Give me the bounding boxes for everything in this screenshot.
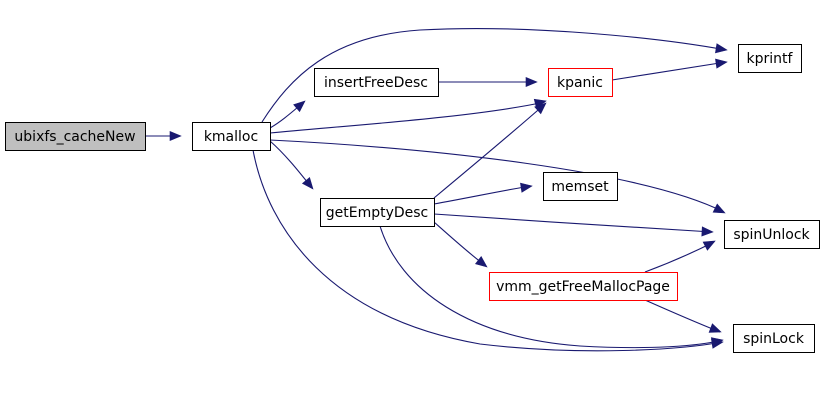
edge-getEmptyDesc-to-memset — [433, 182, 533, 205]
edge-line — [644, 241, 715, 273]
node-label: kmalloc — [204, 129, 258, 145]
edge-vmm_getFreeMallocPage-to-spinUnlock — [644, 240, 716, 273]
node-label: spinLock — [743, 331, 805, 347]
node-label: kpanic — [557, 75, 603, 91]
edge-line — [433, 221, 487, 267]
node-label: kprintf — [747, 51, 794, 67]
arrowhead-icon — [525, 76, 538, 88]
edge-line — [433, 103, 546, 199]
edge-line — [269, 139, 725, 213]
arrowhead-icon — [712, 203, 726, 214]
arrowhead-icon — [701, 226, 714, 237]
edge-line — [252, 149, 723, 352]
arrowhead-icon — [715, 58, 728, 69]
edge-getEmptyDesc-to-spinLock — [379, 225, 724, 349]
node-label: vmm_getFreeMallocPage — [496, 279, 670, 295]
node-box[interactable] — [543, 172, 618, 201]
arrowhead-icon — [520, 182, 533, 193]
node-label: ubixfs_cacheNew — [14, 129, 135, 145]
node-box[interactable] — [489, 272, 678, 301]
edge-line — [269, 101, 546, 134]
node-vmm_getFreeMallocPage[interactable]: vmm_getFreeMallocPage — [489, 272, 678, 301]
edge-kmalloc-to-insertFreeDesc — [269, 100, 306, 129]
node-label: insertFreeDesc — [324, 75, 428, 91]
edge-kmalloc-to-spinUnlock — [269, 139, 726, 214]
node-box[interactable] — [738, 44, 802, 73]
edge-kmalloc-to-kpanic — [269, 98, 547, 134]
edge-line — [379, 225, 723, 349]
node-insertFreeDesc[interactable]: insertFreeDesc — [314, 68, 439, 97]
edge-kmalloc-to-kprintf — [261, 28, 728, 123]
arrowhead-icon — [293, 100, 306, 113]
arrowhead-icon — [702, 240, 716, 251]
node-box[interactable] — [548, 68, 613, 97]
node-kmalloc[interactable]: kmalloc — [192, 122, 271, 151]
node-label: getEmptyDesc — [326, 205, 429, 221]
node-label: memset — [551, 179, 609, 195]
node-getEmptyDesc[interactable]: getEmptyDesc — [320, 198, 435, 227]
arrowhead-icon — [708, 323, 722, 333]
node-ubixfs_cacheNew[interactable]: ubixfs_cacheNew — [5, 122, 146, 151]
node-kprintf[interactable]: kprintf — [738, 44, 802, 73]
edge-line — [644, 299, 721, 333]
arrowhead-icon — [474, 256, 488, 268]
edge-kmalloc-to-spinLock — [252, 149, 724, 352]
edge-kmalloc-to-getEmptyDesc — [269, 140, 314, 190]
edge-line — [611, 61, 727, 81]
arrowhead-icon — [301, 177, 314, 190]
edge-getEmptyDesc-to-kpanic — [433, 102, 547, 199]
node-box[interactable] — [320, 198, 435, 227]
edge-ubixfs_cacheNew-to-kmalloc — [145, 130, 182, 142]
edge-kpanic-to-kprintf — [611, 58, 728, 81]
node-box[interactable] — [314, 68, 439, 97]
arrowhead-icon — [710, 337, 724, 348]
edge-getEmptyDesc-to-vmm_getFreeMallocPage — [433, 221, 488, 268]
arrowhead-icon — [169, 130, 182, 142]
arrowhead-icon — [715, 43, 728, 54]
node-memset[interactable]: memset — [543, 172, 618, 201]
node-spinLock[interactable]: spinLock — [733, 324, 815, 353]
arrowhead-icon — [534, 102, 547, 115]
edge-line — [433, 185, 532, 205]
edge-layer — [145, 28, 728, 352]
node-box[interactable] — [5, 122, 146, 151]
edge-line — [261, 28, 727, 123]
node-kpanic[interactable]: kpanic — [548, 68, 613, 97]
edge-getEmptyDesc-to-spinUnlock — [433, 213, 714, 237]
node-box[interactable] — [733, 324, 815, 353]
node-spinUnlock[interactable]: spinUnlock — [724, 220, 820, 249]
node-layer: ubixfs_cacheNew kmalloc insertFreeDesc kpan… — [5, 44, 820, 353]
edge-insertFreeDesc-to-kpanic — [438, 76, 538, 88]
node-box[interactable] — [192, 122, 271, 151]
node-box[interactable] — [724, 220, 820, 249]
edge-line — [433, 213, 713, 233]
edge-vmm_getFreeMallocPage-to-spinLock — [644, 299, 722, 333]
node-label: spinUnlock — [733, 227, 810, 243]
